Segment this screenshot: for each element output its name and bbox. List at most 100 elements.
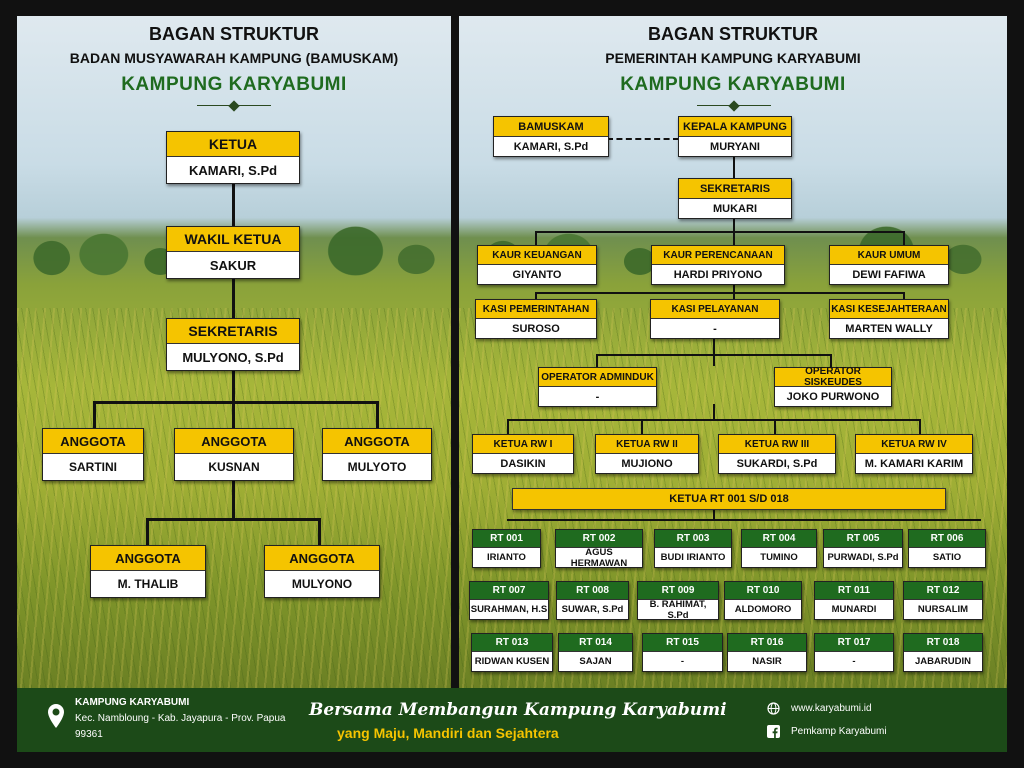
- operator-box: OPERATOR ADMINDUK -: [538, 367, 657, 407]
- sekretaris-box: SEKRETARIS MULYONO, S.Pd: [166, 318, 300, 371]
- role-label: RT 008: [557, 582, 628, 600]
- connector: [318, 518, 321, 546]
- name-label: HARDI PRIYONO: [652, 265, 784, 284]
- footer-address: Kec. Nambloung - Kab. Jayapura - Prov. P…: [75, 713, 286, 724]
- connector: [93, 401, 96, 429]
- role-label: BAMUSKAM: [494, 117, 608, 137]
- connector: [232, 184, 235, 428]
- facebook-link[interactable]: Pemkamp Karyabumi: [791, 726, 887, 737]
- rw-box: KETUA RW I DASIKIN: [472, 434, 574, 474]
- role-label: RT 013: [472, 634, 552, 652]
- name-label: RIDWAN KUSEN: [472, 652, 552, 671]
- name-label: MURYANI: [679, 137, 791, 156]
- name-label: MULYOTO: [323, 454, 431, 480]
- role-label: RT 018: [904, 634, 982, 652]
- rt-box: RT 015-: [642, 633, 723, 672]
- ketua-box: KETUA KAMARI, S.Pd: [166, 131, 300, 184]
- connector: [232, 478, 235, 520]
- name-label: -: [815, 652, 893, 671]
- name-label: -: [651, 319, 779, 338]
- ketua-rt-bar: KETUA RT 001 S/D 018: [512, 488, 946, 510]
- footer: KAMPUNG KARYABUMI Kec. Nambloung - Kab. …: [17, 688, 1007, 752]
- role-label: ANGGOTA: [175, 429, 293, 454]
- kaur-box: KAUR UMUM DEWI FAFIWA: [829, 245, 949, 285]
- role-label: KAUR KEUANGAN: [478, 246, 596, 265]
- role-label: RT 005: [824, 530, 902, 548]
- role-label: KASI PELAYANAN: [651, 300, 779, 319]
- role-label: RT 012: [904, 582, 982, 600]
- role-label: KASI PEMERINTAHAN: [476, 300, 596, 319]
- connector: [596, 354, 832, 356]
- connector: [919, 419, 921, 435]
- connector: [146, 518, 149, 546]
- name-label: M. THALIB: [91, 571, 205, 597]
- connector: [507, 419, 509, 435]
- name-label: KUSNAN: [175, 454, 293, 480]
- slogan-line-2: yang Maju, Mandiri dan Sejahtera: [337, 725, 559, 741]
- connector: [774, 419, 776, 435]
- role-label: ANGGOTA: [265, 546, 379, 571]
- role-label: ANGGOTA: [323, 429, 431, 454]
- operator-box: OPERATOR SISKEUDES JOKO PURWONO: [774, 366, 892, 407]
- facebook-icon: [767, 725, 780, 738]
- connector: [830, 354, 832, 368]
- role-label: RT 015: [643, 634, 722, 652]
- name-label: B. RAHIMAT, S.Pd: [638, 599, 718, 621]
- name-label: MULYONO, S.Pd: [167, 344, 299, 370]
- name-label: JOKO PURWONO: [775, 387, 891, 406]
- name-label: -: [643, 652, 722, 671]
- name-label: BUDI IRIANTO: [655, 548, 731, 567]
- role-label: SEKRETARIS: [679, 179, 791, 199]
- name-label: SARTINI: [43, 454, 143, 480]
- name-label: SAJAN: [559, 652, 632, 671]
- connector: [535, 292, 537, 300]
- role-label: KAUR UMUM: [830, 246, 948, 265]
- role-label: RT 004: [742, 530, 816, 548]
- bamuskam-panel: BAGAN STRUKTUR BADAN MUSYAWARAH KAMPUNG …: [17, 16, 451, 688]
- name-label: KAMARI, S.Pd: [494, 137, 608, 156]
- connector: [641, 419, 643, 435]
- rw-box: KETUA RW IV M. KAMARI KARIM: [855, 434, 973, 474]
- connector: [146, 518, 321, 521]
- footer-postal: 99361: [75, 729, 103, 740]
- right-title-3: KAMPUNG KARYABUMI: [620, 74, 846, 95]
- role-label: WAKIL KETUA: [167, 227, 299, 252]
- role-label: OPERATOR ADMINDUK: [539, 368, 656, 387]
- connector: [596, 354, 598, 368]
- kaur-box: KAUR KEUANGAN GIYANTO: [477, 245, 597, 285]
- right-title-1: BAGAN STRUKTUR: [648, 24, 818, 44]
- connector: [713, 506, 715, 520]
- role-label: ANGGOTA: [43, 429, 143, 454]
- name-label: SUKARDI, S.Pd: [719, 454, 835, 473]
- bamuskam-box: BAMUSKAM KAMARI, S.Pd: [493, 116, 609, 157]
- name-label: JABARUDIN: [904, 652, 982, 671]
- role-label: RT 007: [470, 582, 548, 600]
- name-label: NASIR: [728, 652, 806, 671]
- sekretaris-box: SEKRETARIS MUKARI: [678, 178, 792, 219]
- footer-place: KAMPUNG KARYABUMI: [75, 697, 190, 708]
- connector: [535, 292, 905, 294]
- role-label: RT 003: [655, 530, 731, 548]
- kasi-box: KASI KESEJAHTERAAN MARTEN WALLY: [829, 299, 949, 339]
- name-label: MUKARI: [679, 199, 791, 218]
- globe-icon: [767, 702, 780, 715]
- name-label: -: [539, 387, 656, 406]
- name-label: GIYANTO: [478, 265, 596, 284]
- role-label: RT 014: [559, 634, 632, 652]
- name-label: TUMINO: [742, 548, 816, 567]
- anggota-box: ANGGOTA MULYOTO: [322, 428, 432, 481]
- kaur-box: KAUR PERENCANAAN HARDI PRIYONO: [651, 245, 785, 285]
- left-title-2: BADAN MUSYAWARAH KAMPUNG (BAMUSKAM): [69, 50, 399, 66]
- website-link[interactable]: www.karyabumi.id: [791, 703, 872, 714]
- connector: [733, 218, 735, 232]
- connector: [535, 231, 537, 245]
- kasi-box: KASI PELAYANAN -: [650, 299, 780, 339]
- anggota-box: ANGGOTA M. THALIB: [90, 545, 206, 598]
